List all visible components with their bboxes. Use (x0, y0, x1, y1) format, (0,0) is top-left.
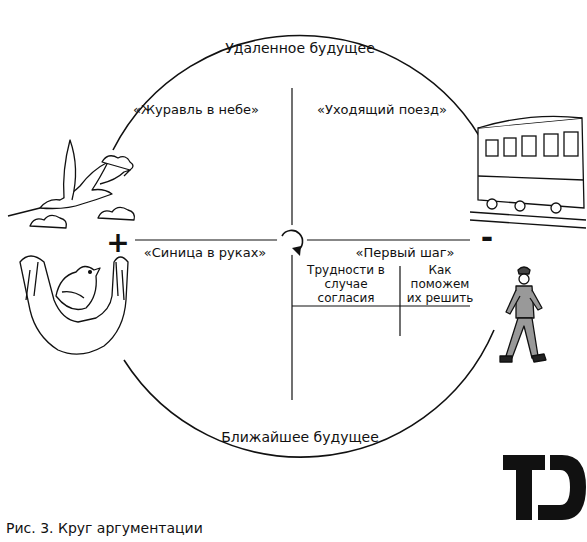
soldier-illustration-part (518, 267, 530, 274)
train-illustration-part (564, 132, 578, 156)
train-illustration-part (515, 201, 525, 211)
table-cell: Трудности в случае согласия (296, 264, 396, 305)
axis-line (135, 88, 470, 400)
soldier-illustration-part (506, 290, 520, 314)
quadrant-label: «Журавль в небе» (133, 103, 259, 118)
publisher-logo-part (538, 455, 586, 520)
plus-sign: + (106, 227, 129, 259)
soldier-illustration-part (530, 290, 542, 310)
quadrant-label: «Синица в руках» (144, 246, 267, 261)
soldier-illustration-part (519, 274, 529, 284)
circle-arc-part (113, 36, 487, 150)
cycle-arrow (277, 225, 307, 256)
train-illustration-part (544, 134, 558, 156)
quadrant-label: «Уходящий поезд» (317, 103, 447, 118)
train-illustration-part (478, 176, 584, 180)
hands-bird-illustration-part (20, 256, 128, 354)
publisher-logo (503, 455, 586, 520)
crane-illustration-part (30, 215, 66, 228)
table-cell: Как поможем их решить (403, 264, 477, 305)
soldier-illustration-part (516, 286, 534, 318)
crane-illustration (8, 140, 134, 228)
quadrant-label: «Первый шаг» (355, 246, 454, 261)
train-illustration-part (487, 199, 497, 209)
crane-illustration-part (100, 170, 130, 184)
train-illustration (470, 116, 586, 228)
circle-arc-part (124, 330, 494, 457)
train-illustration-part (522, 136, 536, 156)
crane-illustration-part (64, 140, 76, 200)
hands-bird-illustration (20, 256, 128, 354)
axis-line-part (292, 305, 470, 306)
crane-illustration-part (8, 208, 40, 216)
train-illustration-part (551, 203, 561, 213)
soldier-illustration-part (500, 354, 546, 362)
axis-label: Удаленное будущее (225, 40, 375, 56)
crane-illustration-part (102, 156, 133, 170)
hands-bird-illustration-part (89, 271, 92, 274)
crane-illustration-part (98, 207, 134, 220)
circle-arc (113, 36, 494, 458)
hands-bird-illustration-part (56, 266, 100, 309)
train-illustration-part (478, 118, 584, 208)
soldier-illustration-part (506, 318, 538, 358)
cycle-arrow-part (292, 246, 301, 256)
train-illustration-part (504, 138, 516, 156)
soldier-illustration (500, 267, 546, 362)
cycle-arrow-part (277, 225, 307, 255)
axis-line-part (399, 266, 400, 336)
figure-caption: Рис. 3. Круг аргументации (6, 520, 203, 536)
hands-bird-illustration-part (62, 292, 84, 298)
train-illustration-part (486, 140, 498, 156)
minus-sign: - (481, 221, 493, 256)
train-illustration-part (478, 116, 582, 128)
axis-label: Ближайшее будущее (221, 429, 379, 445)
